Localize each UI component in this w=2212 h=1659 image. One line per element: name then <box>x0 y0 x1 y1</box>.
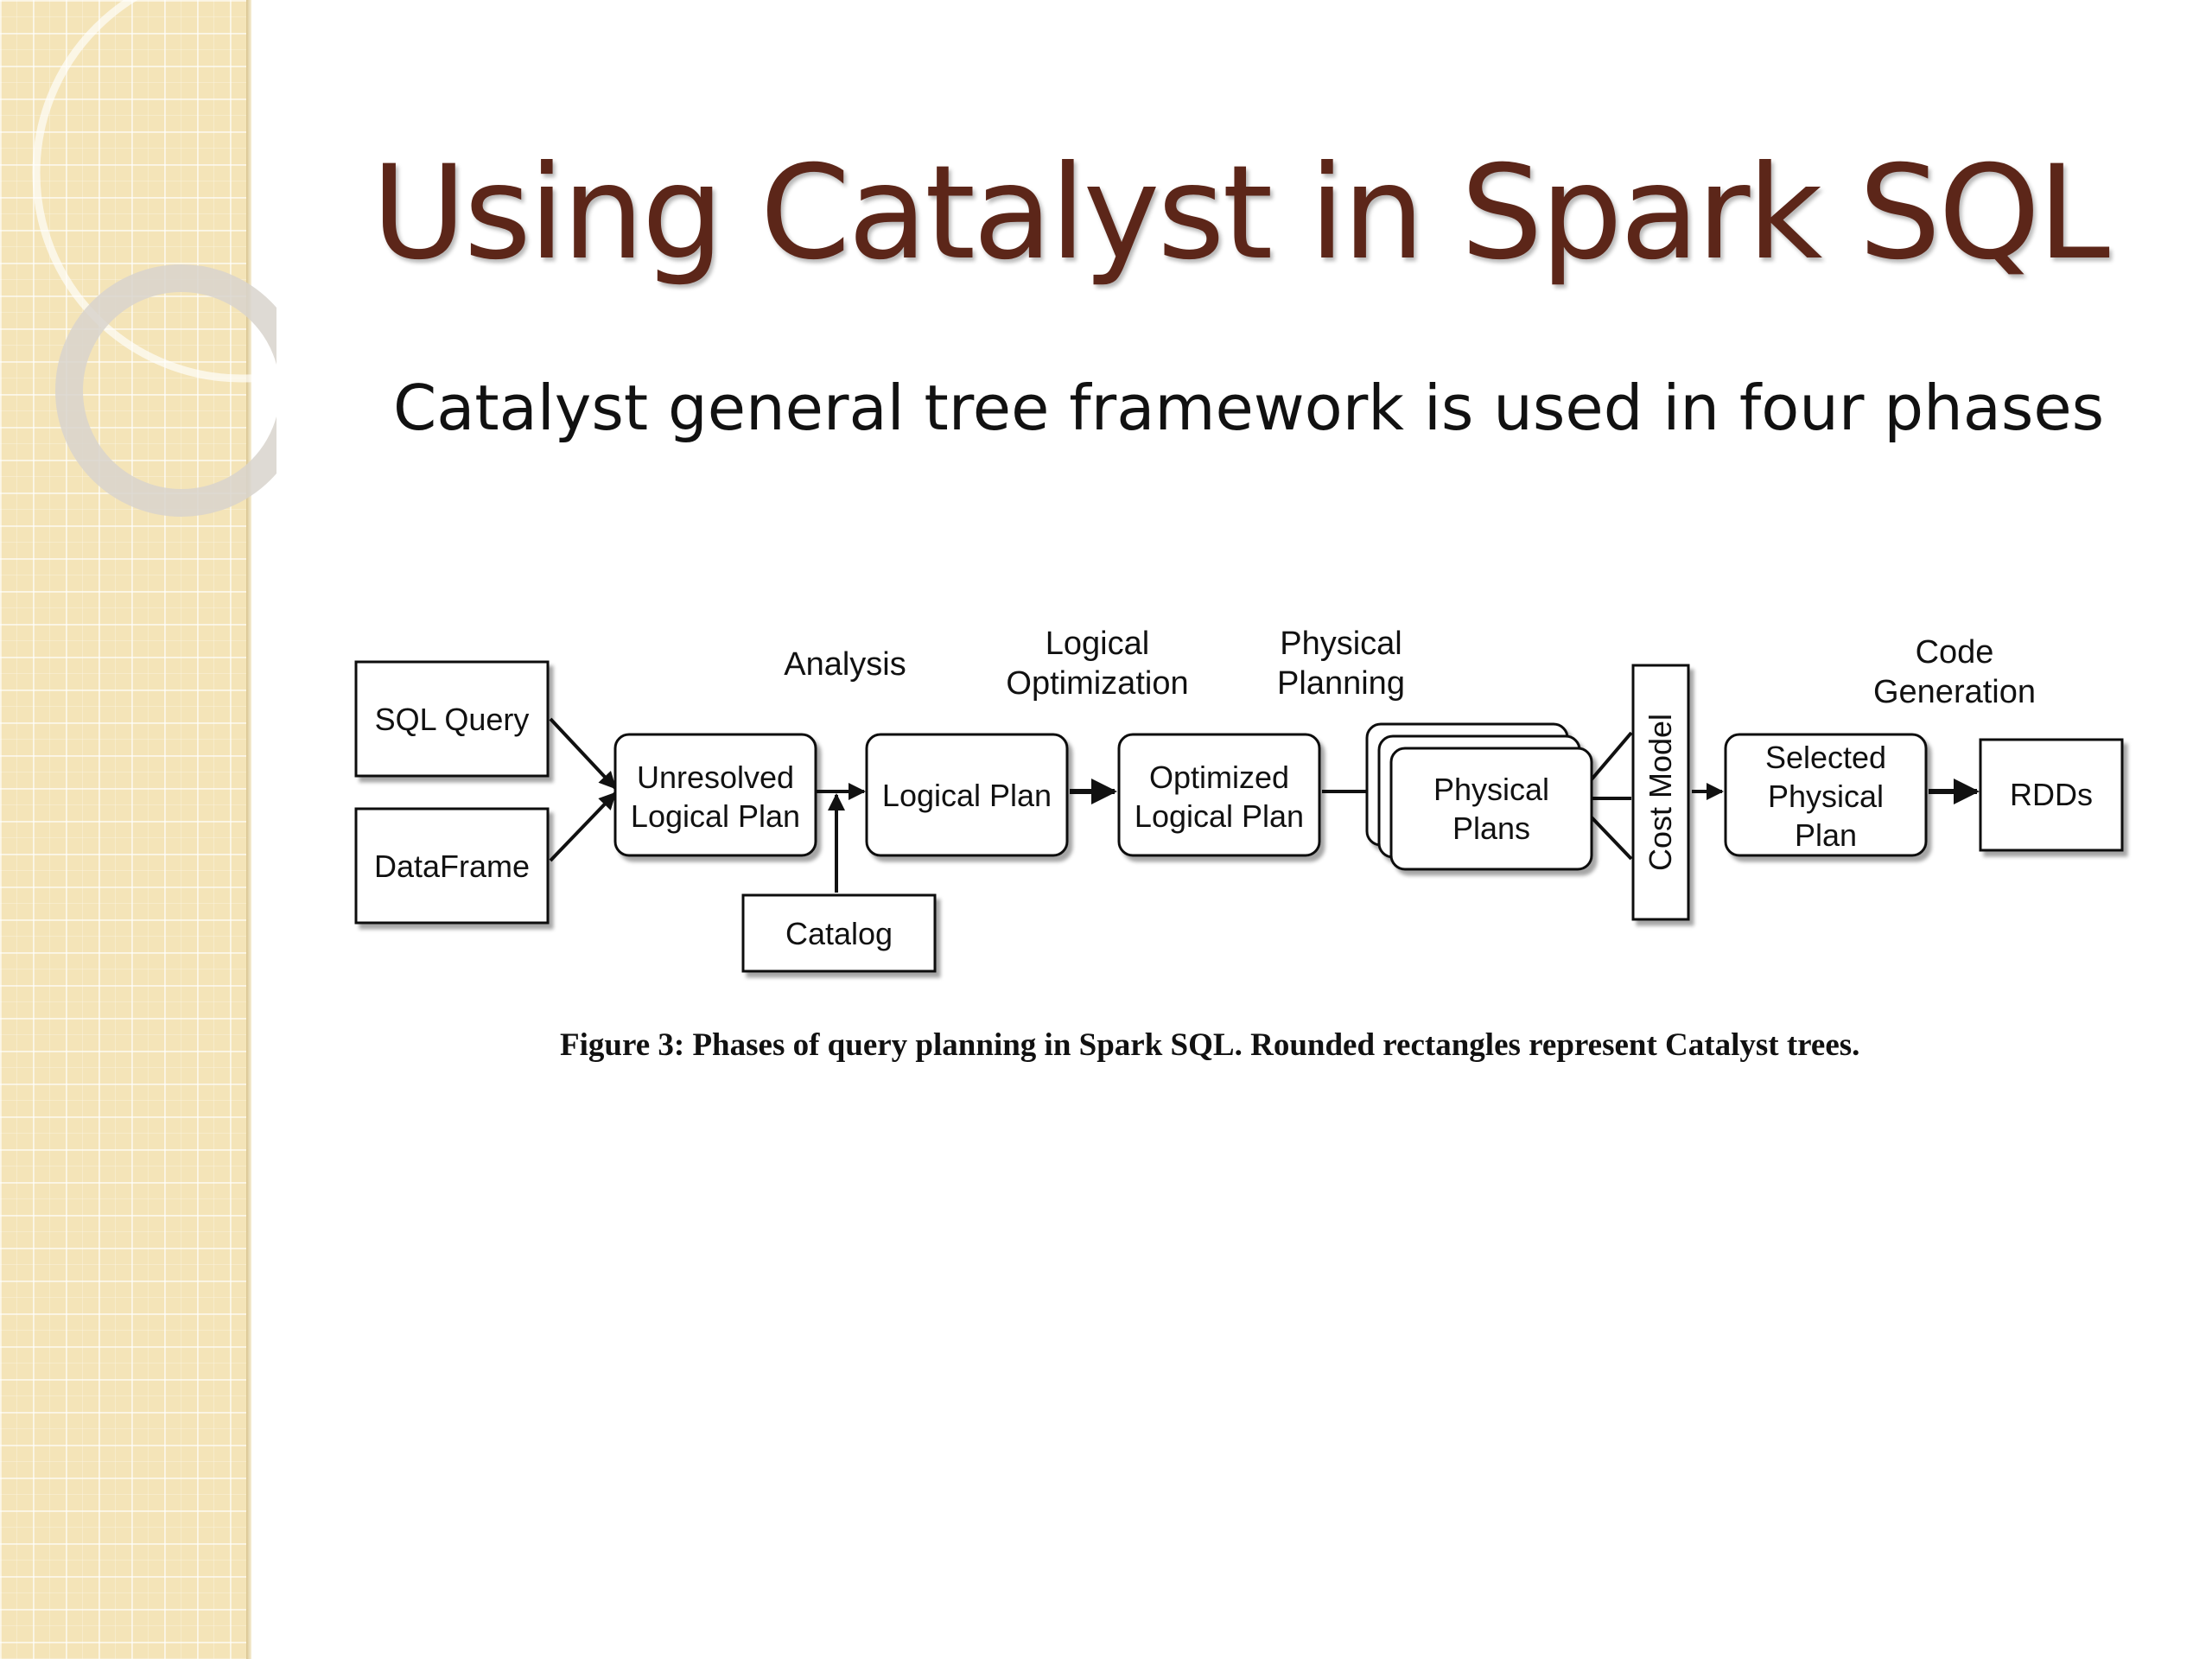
sidebar-edge <box>246 0 251 1659</box>
dataframe-box <box>354 807 550 925</box>
phase-code-generation-line1: Code <box>1916 634 1994 671</box>
catalog-box <box>741 893 937 973</box>
cost-model-label: Cost Model <box>1643 714 1678 871</box>
phase-logical-optimization-line2: Optimization <box>1006 665 1188 702</box>
optimized-logical-plan-line1: Optimized <box>1149 760 1289 795</box>
logical-plan-box <box>865 733 1069 857</box>
physical-plans-line1: Physical <box>1433 772 1549 807</box>
dataframe-label: DataFrame <box>374 849 530 884</box>
phase-analysis-label: Analysis <box>784 646 906 683</box>
cost-model-box <box>1631 664 1690 921</box>
catalog-label: Catalog <box>785 916 893 951</box>
unresolved-logical-plan-box <box>613 733 817 857</box>
slide-title: Using Catalyst in Spark SQL <box>372 138 2110 289</box>
decorative-rings <box>32 0 276 517</box>
selected-physical-plan-line3: Plan <box>1795 817 1857 853</box>
unresolved-logical-plan-line1: Unresolved <box>637 760 794 795</box>
connectors <box>549 717 1980 893</box>
selected-physical-plan-line2: Physical <box>1768 779 1884 814</box>
large-ring <box>32 0 276 383</box>
selected-physical-plan-line1: Selected <box>1765 740 1886 775</box>
physical-plans-box <box>1389 747 1593 871</box>
selected-physical-plan-box <box>1724 733 1928 857</box>
phase-physical-planning-line1: Physical <box>1280 626 1402 662</box>
logical-plan-label: Logical Plan <box>882 778 1052 813</box>
small-ring <box>55 264 276 517</box>
phase-logical-optimization-line1: Logical <box>1046 626 1149 662</box>
rdds-box <box>1979 738 2124 852</box>
optimized-logical-plan-line2: Logical Plan <box>1135 798 1304 834</box>
physical-plans-line2: Plans <box>1452 810 1530 846</box>
unresolved-logical-plan-line2: Logical Plan <box>631 798 800 834</box>
sql-query-label: SQL Query <box>375 702 530 737</box>
arrow-sql-to-unresolved <box>549 717 617 790</box>
line-plans-to-cost-bottom <box>1590 816 1633 861</box>
phase-physical-planning-line2: Planning <box>1277 665 1405 702</box>
phase-code-generation-line2: Generation <box>1873 674 2036 710</box>
arrow-dataframe-to-unresolved <box>549 791 617 862</box>
sql-query-box <box>354 660 550 778</box>
rdds-label: RDDs <box>2010 777 2093 812</box>
optimized-logical-plan-box <box>1117 733 1321 857</box>
line-plans-to-cost-top <box>1590 731 1633 781</box>
figure-caption: Figure 3: Phases of query planning in Sp… <box>560 1027 1860 1063</box>
slide-subtitle: Catalyst general tree framework is used … <box>393 372 2105 444</box>
